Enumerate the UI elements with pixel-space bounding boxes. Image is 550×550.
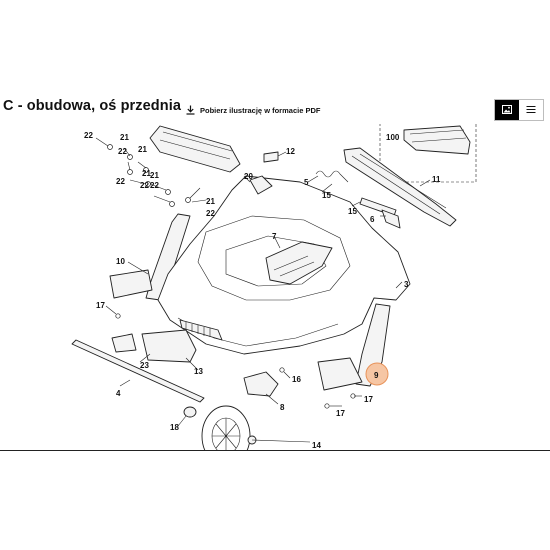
section-header: C - obudowa, oś przednia Pobierz ilustra… <box>0 96 550 124</box>
callout-15[interactable]: 15 <box>322 191 331 200</box>
callout-22[interactable]: 22 <box>150 181 159 190</box>
page-title: C - obudowa, oś przednia <box>3 98 182 114</box>
part-12 <box>263 151 279 163</box>
part-18 <box>183 406 197 418</box>
part-100-frame <box>379 124 477 183</box>
deck-vent-slots <box>179 319 223 341</box>
callout-15[interactable]: 15 <box>348 207 357 216</box>
part-23 <box>111 333 137 353</box>
part-5-spring <box>315 170 349 183</box>
callout-17[interactable]: 17 <box>364 395 373 404</box>
download-icon <box>186 105 195 115</box>
part-7 <box>265 241 333 285</box>
part-11 <box>343 147 457 227</box>
part-9-foot <box>317 357 363 391</box>
callout-17[interactable]: 17 <box>96 301 105 310</box>
callout-4[interactable]: 4 <box>116 389 121 398</box>
part-8 <box>243 371 279 397</box>
callout-9[interactable]: 9 <box>374 371 379 380</box>
callout-5[interactable]: 5 <box>304 178 309 187</box>
callout-16[interactable]: 16 <box>292 375 301 384</box>
callout-22[interactable]: 22 <box>118 147 127 156</box>
top-bar-part <box>149 125 241 173</box>
callout-21[interactable]: 21 <box>206 197 215 206</box>
download-pdf-label: Pobierz ilustrację w formacie PDF <box>200 105 321 115</box>
part-10 <box>145 213 191 301</box>
callout-18[interactable]: 18 <box>170 423 179 432</box>
callout-21[interactable]: 21 <box>150 171 159 180</box>
callout-21[interactable]: 21 <box>120 133 129 142</box>
callout-22[interactable]: 22 <box>140 181 149 190</box>
part-4-axle <box>71 339 205 403</box>
callout-21[interactable]: 21 <box>138 145 147 154</box>
image-view-button[interactable] <box>495 100 519 120</box>
callout-10[interactable]: 10 <box>116 257 125 266</box>
callout-7[interactable]: 7 <box>272 232 277 241</box>
callout-22[interactable]: 22 <box>84 131 93 140</box>
part-13 <box>141 329 197 363</box>
callout-12[interactable]: 12 <box>286 147 295 156</box>
callout-11[interactable]: 11 <box>432 175 441 184</box>
callout-3[interactable]: 3 <box>404 280 409 289</box>
callout-leaders <box>95 137 431 443</box>
bottom-divider <box>0 450 550 451</box>
callout-13[interactable]: 13 <box>194 367 203 376</box>
view-toggle <box>494 99 544 121</box>
image-icon <box>502 101 512 119</box>
part-6 <box>381 209 401 229</box>
callout-6[interactable]: 6 <box>370 215 375 224</box>
callout-22[interactable]: 22 <box>206 209 215 218</box>
download-pdf-link[interactable]: Pobierz ilustrację w formacie PDF <box>186 103 320 117</box>
callout-21[interactable]: 21 <box>142 169 151 178</box>
part-9 <box>355 303 391 387</box>
highlight-circle-9[interactable] <box>365 362 389 386</box>
list-view-button[interactable] <box>519 100 543 120</box>
callout-20[interactable]: 20 <box>244 172 253 181</box>
part-10-foot <box>109 269 153 299</box>
callout-14[interactable]: 14 <box>312 441 321 450</box>
callout-22[interactable]: 22 <box>116 177 125 186</box>
list-icon <box>526 101 536 119</box>
callout-23[interactable]: 23 <box>140 361 149 370</box>
part-20 <box>249 175 273 195</box>
exploded-parts-diagram: 22 21 22 21 22 21 22 21 22 21 22 12 100 … <box>0 124 550 450</box>
callout-100[interactable]: 100 <box>386 133 400 142</box>
callout-17[interactable]: 17 <box>336 409 345 418</box>
callout-8[interactable]: 8 <box>280 403 285 412</box>
